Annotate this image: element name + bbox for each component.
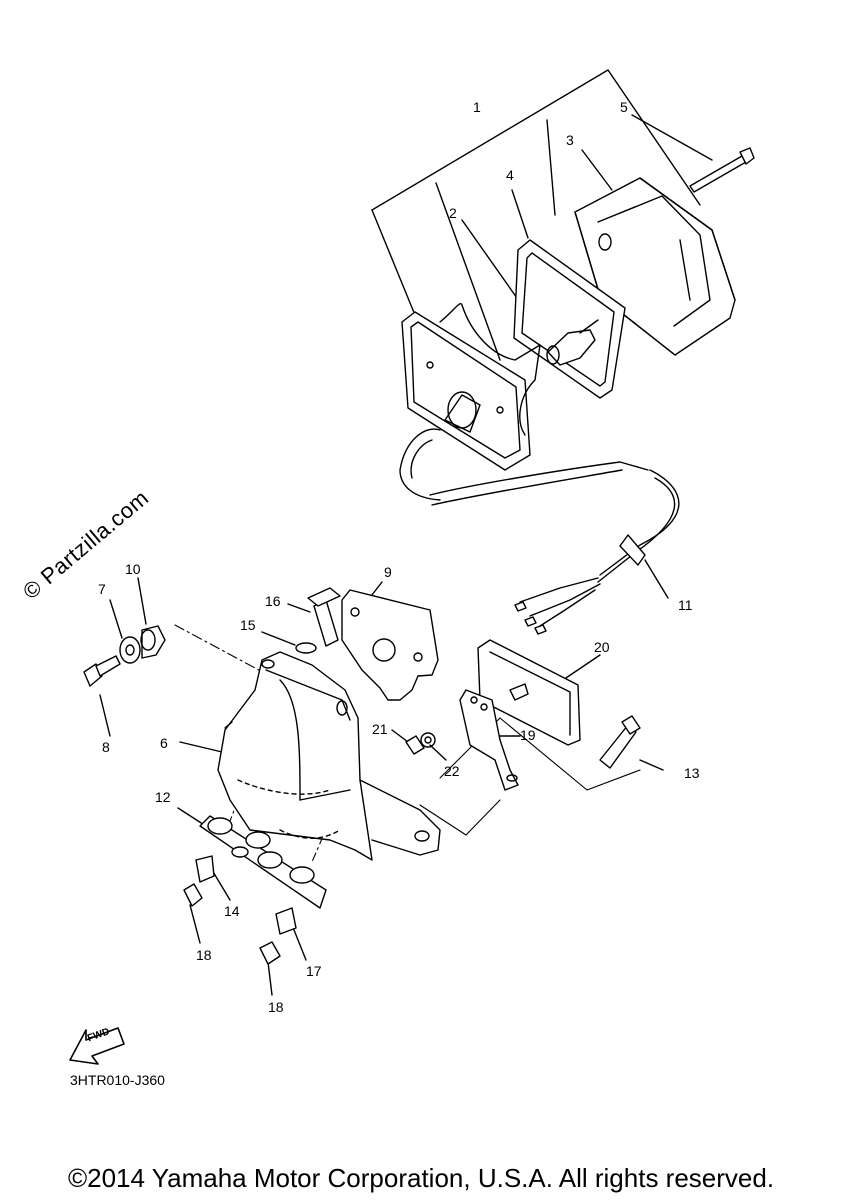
collar-10: [140, 625, 166, 659]
bolt-13: [599, 715, 641, 769]
callout-1: 1: [473, 99, 481, 115]
callout-21: 21: [372, 721, 388, 737]
damper-strip: [199, 815, 327, 909]
callout-2: 2: [449, 205, 457, 221]
bolt-16: [307, 587, 341, 647]
callout-16: 16: [265, 593, 281, 609]
washer-7: [119, 636, 141, 664]
callout-22: 22: [444, 763, 460, 779]
callout-17: 17: [306, 963, 322, 979]
callout-10: 10: [125, 561, 141, 577]
copyright-notice: ©2014 Yamaha Motor Corporation, U.S.A. A…: [67, 1163, 775, 1193]
fender-bracket: [217, 651, 441, 861]
callout-14: 14: [224, 903, 240, 919]
nut-18-b: [259, 941, 281, 965]
leader-lines: [99, 114, 713, 996]
assembly-bracket-lines: [371, 69, 701, 361]
callout-8: 8: [102, 739, 110, 755]
lens-screw: [689, 147, 755, 193]
callout-19: 19: [520, 727, 536, 743]
reflector-bracket: [459, 683, 529, 791]
lens-gasket: [513, 239, 626, 399]
callout-6: 6: [160, 735, 168, 751]
diagram-code: 3HTR010-J360: [70, 1072, 165, 1088]
washer-15: [295, 642, 317, 654]
bulb: [546, 319, 599, 366]
nut-18-a: [183, 883, 203, 907]
license-plate-bracket: [341, 589, 439, 701]
wire-harness: [514, 469, 680, 635]
callout-12: 12: [155, 789, 171, 805]
bolt-8: [83, 655, 121, 687]
callout-4: 4: [506, 167, 514, 183]
tail-light-housing: [399, 303, 649, 506]
collar-14: [195, 855, 215, 883]
callout-3: 3: [566, 132, 574, 148]
callout-7: 7: [98, 581, 106, 597]
callout-11: 11: [678, 597, 693, 613]
callout-20: 20: [594, 639, 610, 655]
callout-9: 9: [384, 564, 392, 580]
washer-22: [420, 732, 436, 748]
nut-21: [405, 735, 425, 755]
callout-18-a: 18: [196, 947, 212, 963]
callout-5: 5: [620, 99, 628, 115]
callout-13: 13: [684, 765, 700, 781]
collar-17: [275, 907, 297, 935]
fwd-arrow-icon: [69, 1027, 125, 1065]
callout-18-b: 18: [268, 999, 284, 1015]
callout-15: 15: [240, 617, 256, 633]
